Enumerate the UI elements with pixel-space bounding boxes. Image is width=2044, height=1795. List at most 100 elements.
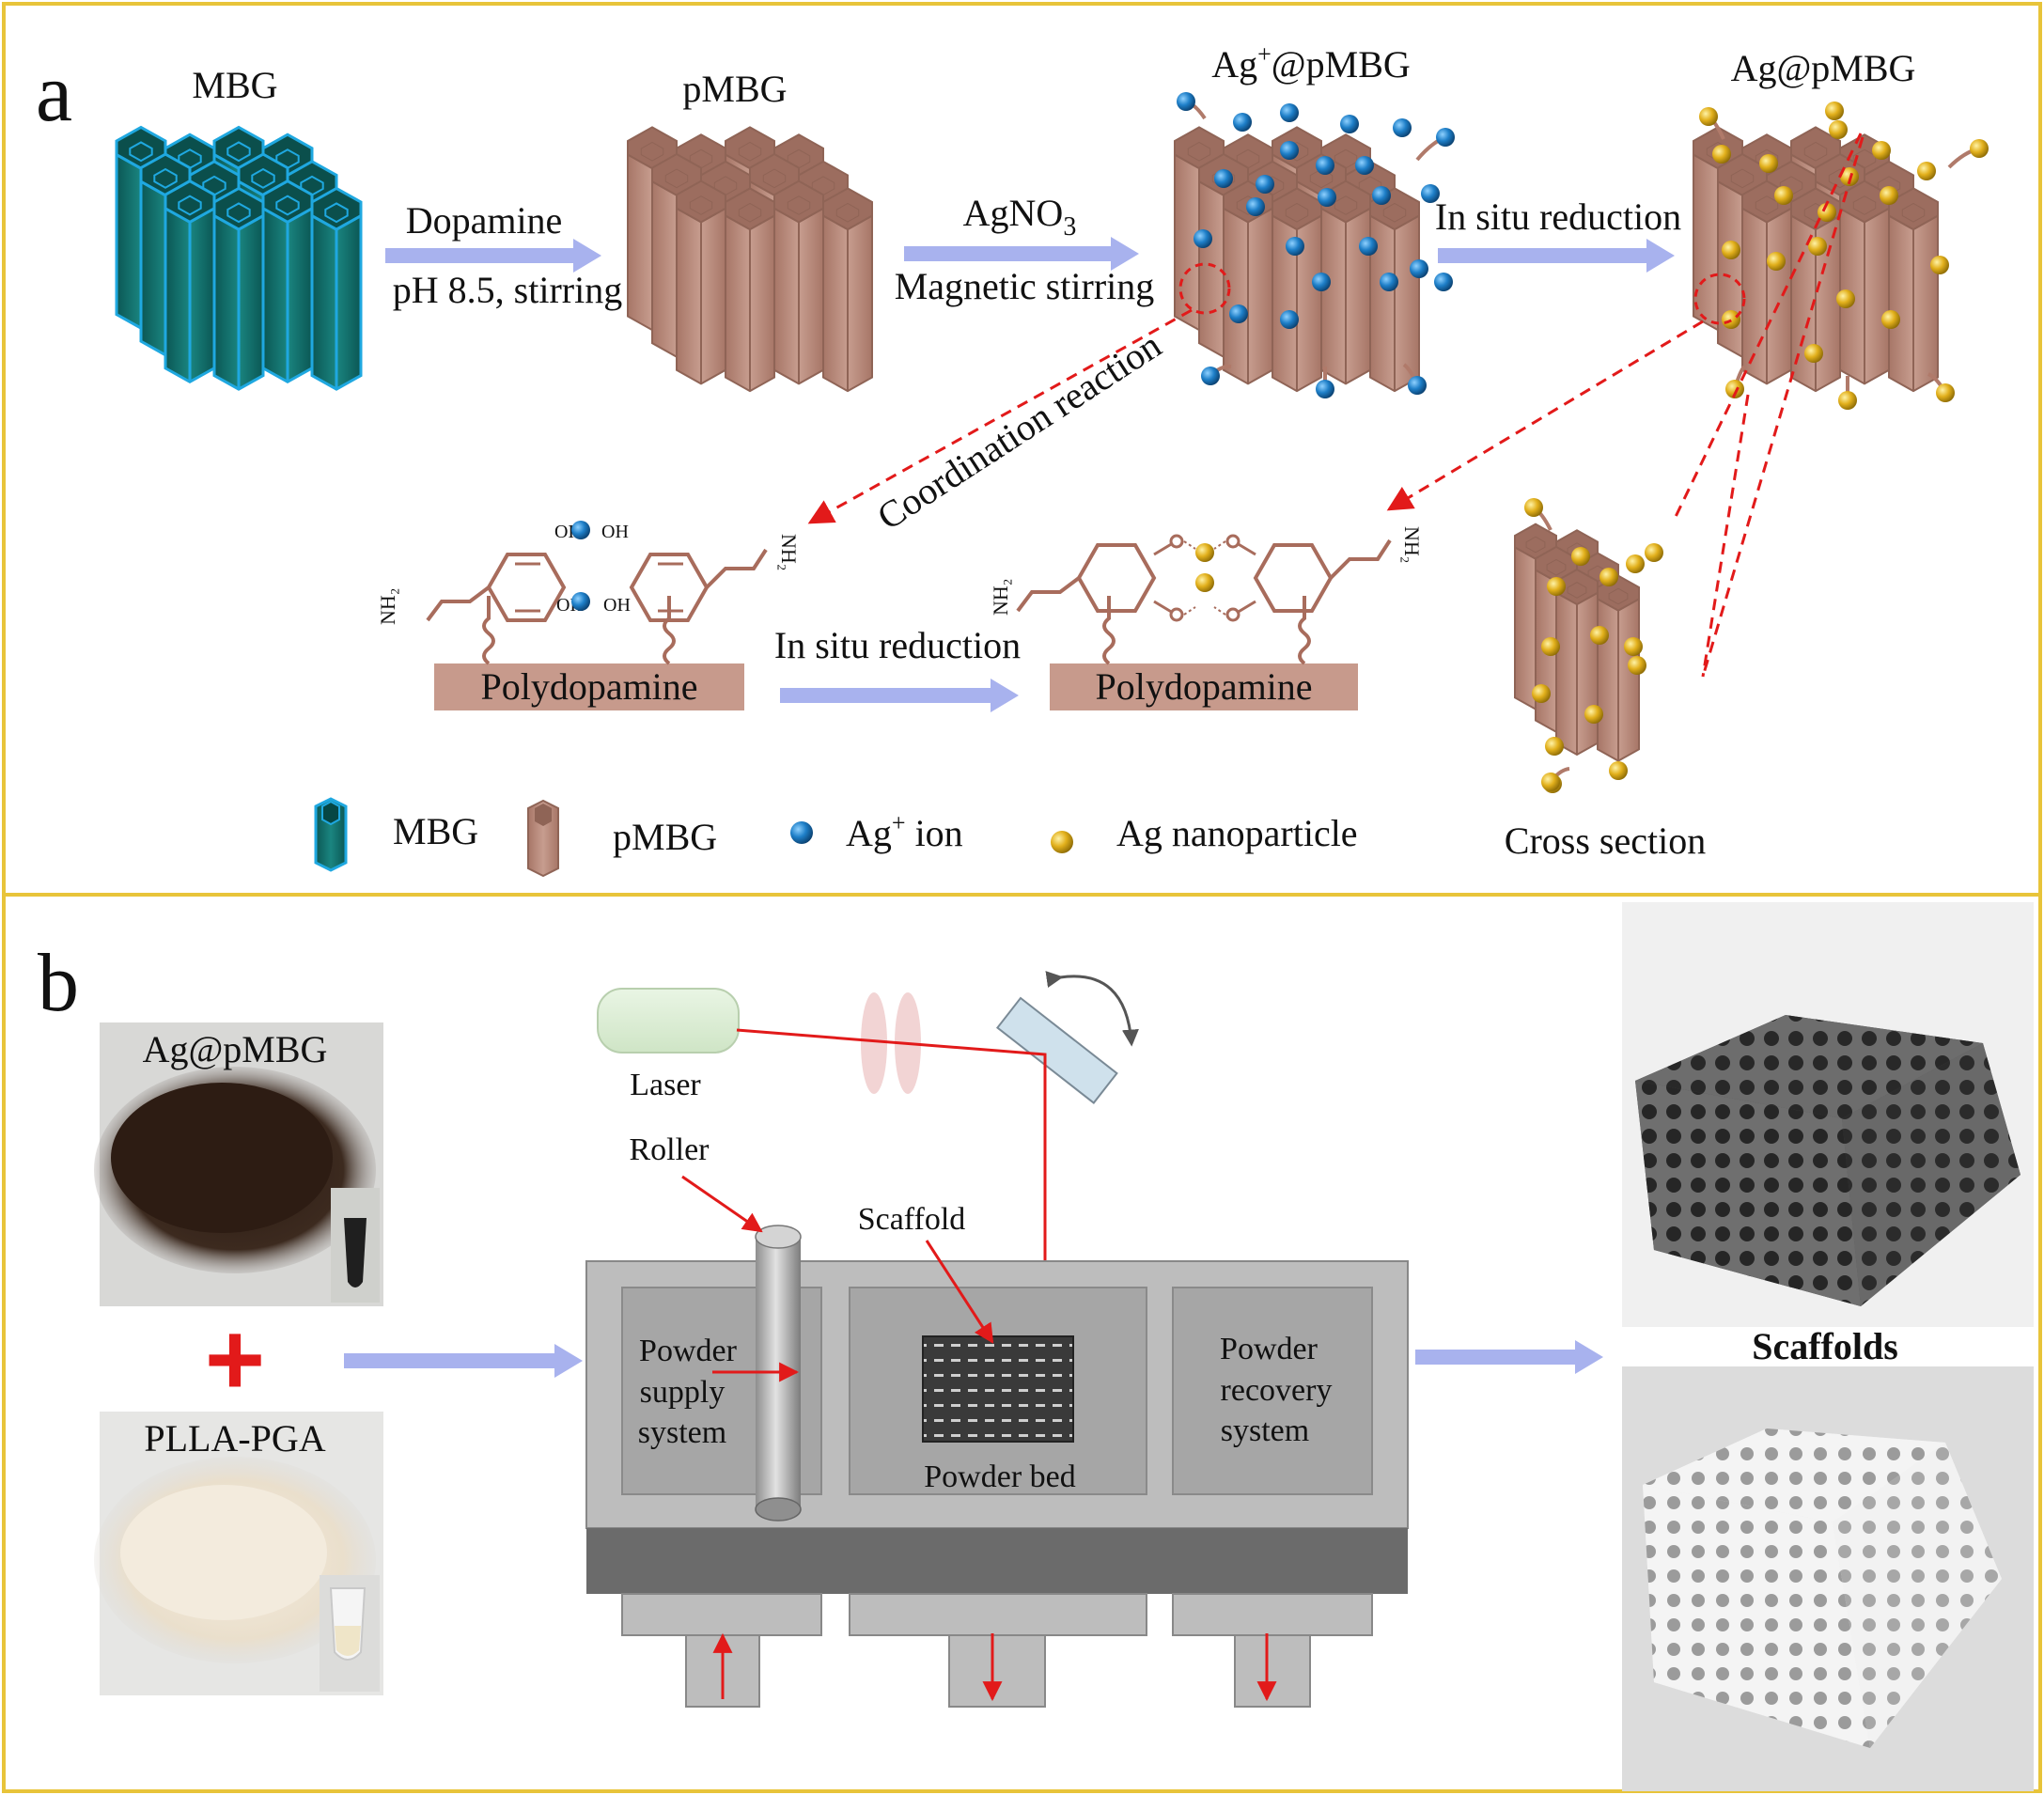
- particle: [1767, 252, 1786, 271]
- pmbg-honeycomb: [627, 126, 873, 393]
- cross-section-guide-3: [1701, 394, 1750, 678]
- particle: [1280, 103, 1299, 122]
- particle: [1936, 383, 1955, 402]
- particle: [1930, 256, 1949, 274]
- particle: [1599, 568, 1618, 586]
- ag-np-chelated-top: [1195, 543, 1214, 562]
- zoom-connector-np: [1386, 320, 1704, 511]
- particle: [1340, 115, 1359, 133]
- particle: [1804, 344, 1823, 363]
- particle: [1312, 273, 1331, 291]
- particle: [1355, 156, 1374, 175]
- dopamine-label: Dopamine: [406, 199, 563, 242]
- particle: [1545, 737, 1564, 756]
- particle: [1626, 554, 1645, 573]
- particle: [1836, 289, 1855, 308]
- scaffold-label: Scaffold: [858, 1202, 966, 1237]
- in-situ-reduction-label: In situ reduction: [1435, 195, 1681, 238]
- supply-label-2: supply: [640, 1375, 726, 1410]
- zoom-circle-np: [1693, 273, 1746, 325]
- particle: [1434, 273, 1453, 291]
- particle: [1194, 229, 1212, 248]
- ag-ion-chelated-bottom: [571, 592, 590, 611]
- particle: [1359, 237, 1378, 256]
- legend-ag-np-label: Ag nanoparticle: [1116, 812, 1358, 854]
- process-arrow-2: [904, 237, 1139, 271]
- hydroxyl-top-2: OH: [601, 522, 629, 542]
- scaffold-pointer: [925, 1240, 994, 1344]
- particle: [1722, 241, 1740, 259]
- particle: [1280, 310, 1299, 329]
- pmbg-title: pMBG: [682, 68, 787, 110]
- linker-squiggle-left-2: [663, 596, 676, 665]
- bed-piston: [849, 1593, 1147, 1708]
- particle: [1774, 186, 1793, 205]
- particle: [1318, 188, 1336, 207]
- coordination-reaction-label: Coordination reaction: [869, 323, 1168, 538]
- svg-text:NH₂: NH₂: [1400, 526, 1424, 563]
- ag-pmbg-honeycomb: [1693, 101, 1989, 410]
- ag-pmbg-powder-photo: Ag@pMBG: [94, 1022, 383, 1306]
- particle: [1532, 684, 1551, 703]
- particle: [1229, 304, 1248, 323]
- plus-sign: +: [205, 1302, 265, 1417]
- particle: [1725, 380, 1744, 398]
- scan-mirror: [995, 996, 1118, 1104]
- ph-stirring-label: pH 8.5, stirring: [393, 269, 622, 311]
- particle: [1233, 113, 1252, 132]
- particle: [1571, 547, 1590, 566]
- particle: [1372, 186, 1391, 205]
- particle: [1410, 259, 1428, 278]
- plla-pga-powder-photo: PLLA-PGA: [94, 1412, 383, 1695]
- particle: [1759, 154, 1778, 173]
- powder-bed-scaffold: [922, 1335, 1074, 1443]
- particle: [1829, 120, 1848, 139]
- process-arrow-lower: [780, 679, 1019, 712]
- ag-ion-pmbg-title: Ag+@pMBG: [1211, 40, 1411, 86]
- particle: [1609, 761, 1628, 780]
- particle: [1628, 656, 1646, 675]
- particle: [1280, 141, 1299, 160]
- agno3-label: AgNO3: [963, 192, 1077, 242]
- lens-1: [861, 992, 887, 1094]
- particle: [1380, 273, 1398, 291]
- machine-base: [586, 1528, 1408, 1594]
- mirror-rotation-arrow: [1045, 971, 1139, 1047]
- chem-structure-np: Polydopamine NH₂ NH₂: [989, 526, 1424, 710]
- legend-ag-np-icon: [1051, 831, 1073, 853]
- particle: [1316, 380, 1334, 398]
- particle: [1590, 626, 1609, 645]
- feed-arrow: [344, 1344, 583, 1378]
- legend-ag-ion-label: Ag+ ion: [846, 809, 963, 854]
- particle: [1214, 169, 1233, 188]
- scaffold-photo-white: [1622, 1366, 2034, 1791]
- cross-section-label: Cross section: [1505, 819, 1706, 862]
- scaffold-photo-dark: [1622, 902, 2034, 1327]
- powder-bed-label: Powder bed: [924, 1459, 1075, 1494]
- roller-label: Roller: [630, 1132, 710, 1167]
- particle: [1286, 237, 1304, 256]
- chem-structure-ion: Polydopamine NH₂ NH₂ OH OH OH OH: [376, 521, 801, 710]
- ag-pmbg-title: Ag@pMBG: [1731, 47, 1916, 89]
- particle: [1246, 197, 1265, 216]
- particle: [1201, 367, 1220, 385]
- particle: [1524, 498, 1543, 517]
- cross-section-guide-1: [1671, 133, 1863, 523]
- polydopamine-label-right: Polydopamine: [1095, 665, 1312, 708]
- laser-body: [597, 988, 740, 1054]
- particle: [1624, 637, 1643, 656]
- roller-pointer: [681, 1175, 763, 1233]
- particle: [1722, 310, 1740, 329]
- particle: [1645, 543, 1663, 562]
- particle: [1393, 118, 1412, 137]
- polydopamine-bar-left: [434, 663, 744, 710]
- panel-b-frame: [2, 893, 2042, 1793]
- particle: [1872, 141, 1891, 160]
- polydopamine-label-left: Polydopamine: [480, 665, 697, 708]
- legend-ag-ion-icon: [790, 821, 813, 844]
- linker-squiggle-left-1: [482, 596, 495, 665]
- panel-b-letter: b: [38, 938, 79, 1029]
- cross-section-honeycomb: [1514, 498, 1663, 793]
- particle: [1547, 577, 1566, 596]
